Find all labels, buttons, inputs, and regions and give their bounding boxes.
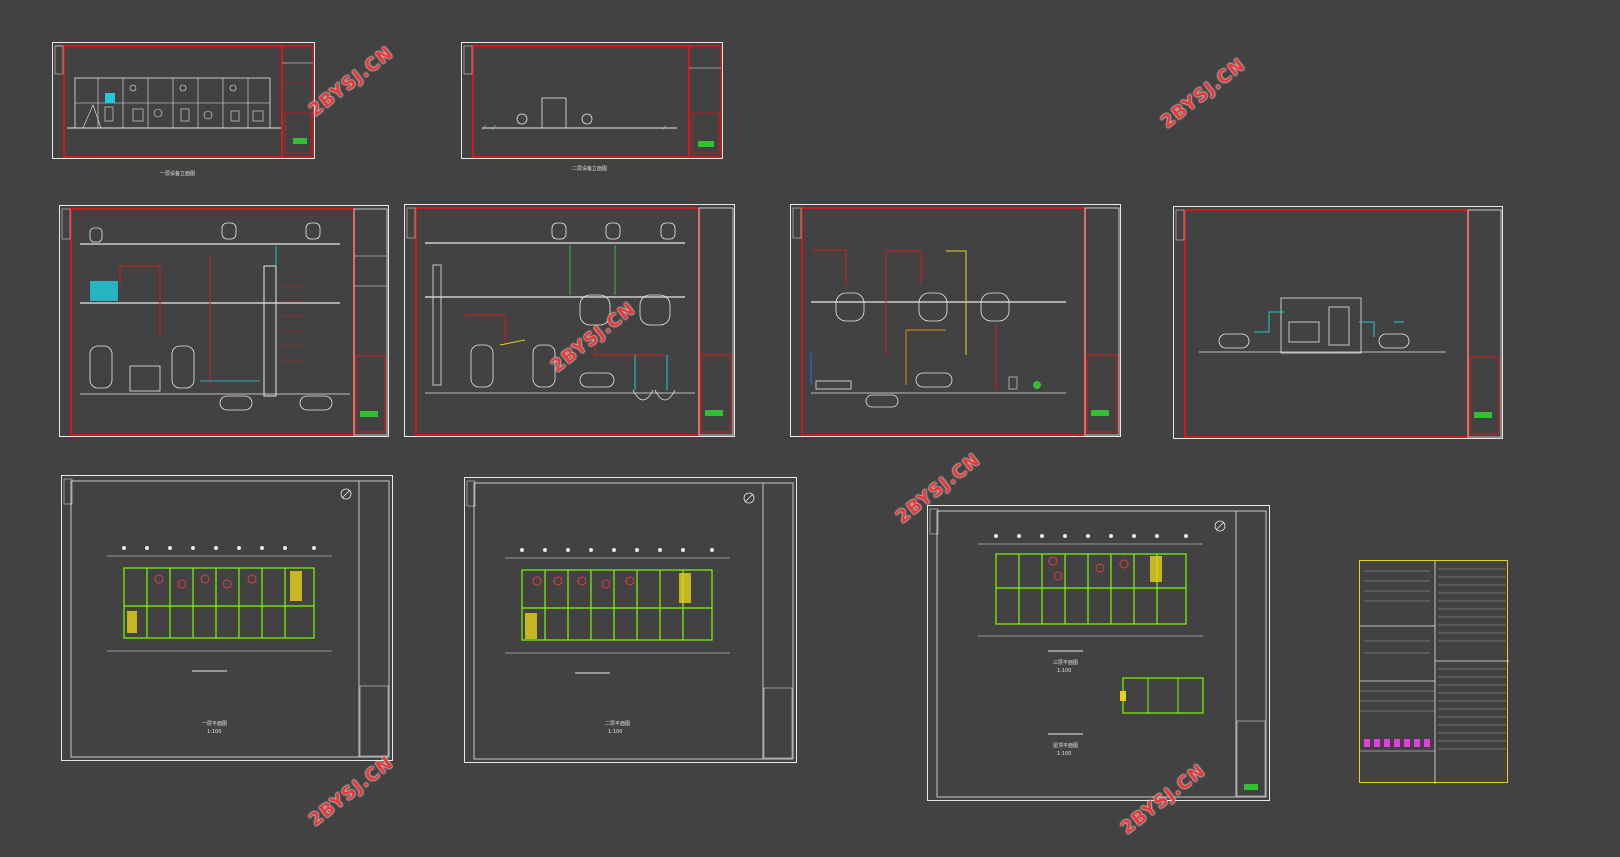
elevation-2-drawing — [463, 45, 722, 158]
process-3-drawing — [792, 207, 1120, 436]
plan-1-drawing — [63, 478, 390, 758]
caption-elevation-2: 二层设备立面图 — [572, 166, 608, 172]
drawing-sheet-process-4[interactable] — [1173, 206, 1503, 439]
drawing-sheet-elevation-1[interactable] — [52, 42, 315, 159]
drawing-sheet-process-2[interactable] — [404, 204, 735, 437]
legend-table-sheet[interactable] — [1359, 560, 1509, 784]
drawing-sheet-process-1[interactable] — [59, 205, 389, 437]
watermark: 2BYSJ.CN — [305, 42, 398, 122]
caption-elevation-1: 一层设备立面图 — [160, 171, 196, 177]
caption-plan-4-scale: 1:100 — [1057, 751, 1072, 757]
caption-plan-3: 三层平面图 — [1053, 660, 1079, 666]
drawing-sheet-plan-2[interactable] — [464, 477, 797, 763]
process-4-drawing — [1175, 209, 1502, 438]
caption-plan-2-scale: 1:100 — [608, 729, 623, 735]
caption-plan-2: 二层平面图 — [605, 721, 631, 727]
elevation-1-drawing — [54, 45, 314, 158]
drawing-sheet-plan-1[interactable] — [61, 475, 393, 761]
plan-3-drawing — [929, 508, 1267, 798]
process-1-drawing — [61, 208, 388, 436]
caption-plan-4: 屋顶平面图 — [1053, 743, 1079, 749]
watermark: 2BYSJ.CN — [1157, 54, 1250, 134]
process-2-drawing — [406, 207, 734, 436]
drawing-sheet-process-3[interactable] — [790, 204, 1121, 437]
legend-table-drawing — [1360, 561, 1509, 784]
watermark: 2BYSJ.CN — [305, 752, 398, 831]
drawing-sheet-plan-3[interactable] — [927, 505, 1270, 801]
drawing-sheet-elevation-2[interactable] — [461, 42, 723, 159]
caption-plan-1: 一层平面图 — [202, 721, 228, 727]
plan-2-drawing — [466, 480, 794, 760]
caption-plan-1-scale: 1:100 — [207, 729, 222, 735]
caption-plan-3-scale: 1:100 — [1057, 668, 1072, 674]
